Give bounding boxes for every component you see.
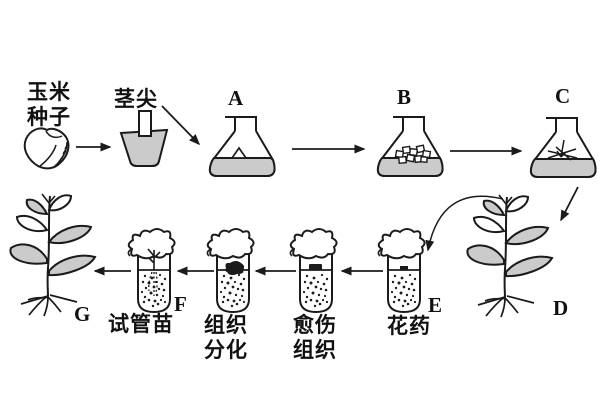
callus-label: 愈伤 组织	[293, 313, 337, 362]
tube-e-label: E	[428, 293, 443, 317]
plantlets-icon	[547, 139, 578, 161]
arrow-c-to-d	[560, 186, 579, 222]
plantlet-icon	[147, 248, 161, 296]
test-tube-callus-drawing	[289, 228, 338, 313]
stem-tip-label: 茎尖	[114, 87, 158, 111]
flask-b-drawing	[376, 116, 444, 177]
differentiating-callus-icon	[225, 261, 245, 276]
callus-clumps-icon	[394, 144, 432, 165]
arrow-d-to-e	[425, 195, 504, 252]
anther-label: 花药	[387, 314, 431, 338]
callus-piece-icon	[309, 264, 322, 270]
corn-seed-label: 玉米 种子	[27, 80, 71, 129]
flask-c-label: C	[555, 84, 571, 108]
flask-a-label: A	[228, 86, 244, 110]
flask-a-drawing	[208, 116, 276, 177]
test-tube-seedling-label: 试管苗	[108, 312, 174, 336]
plant-g-drawing	[9, 193, 97, 317]
corn-seed-drawing	[23, 127, 70, 170]
test-tube-f-drawing	[127, 228, 176, 313]
flask-c-drawing	[529, 117, 597, 178]
flask-b-label: B	[397, 85, 412, 109]
tissue-differentiation-label: 组织 分化	[204, 313, 248, 362]
test-tube-e-drawing	[377, 228, 426, 313]
arrow-stem-tip-to-flask-a	[161, 105, 201, 146]
test-tube-differentiation-drawing	[206, 228, 255, 313]
tube-f-label: F	[174, 292, 187, 316]
plant-g-label: G	[74, 302, 91, 326]
plant-d-label: D	[553, 296, 569, 320]
plant-d-drawing	[466, 194, 553, 318]
anther-sample-icon	[400, 266, 408, 270]
stem-tip-pot-drawing	[119, 110, 169, 167]
